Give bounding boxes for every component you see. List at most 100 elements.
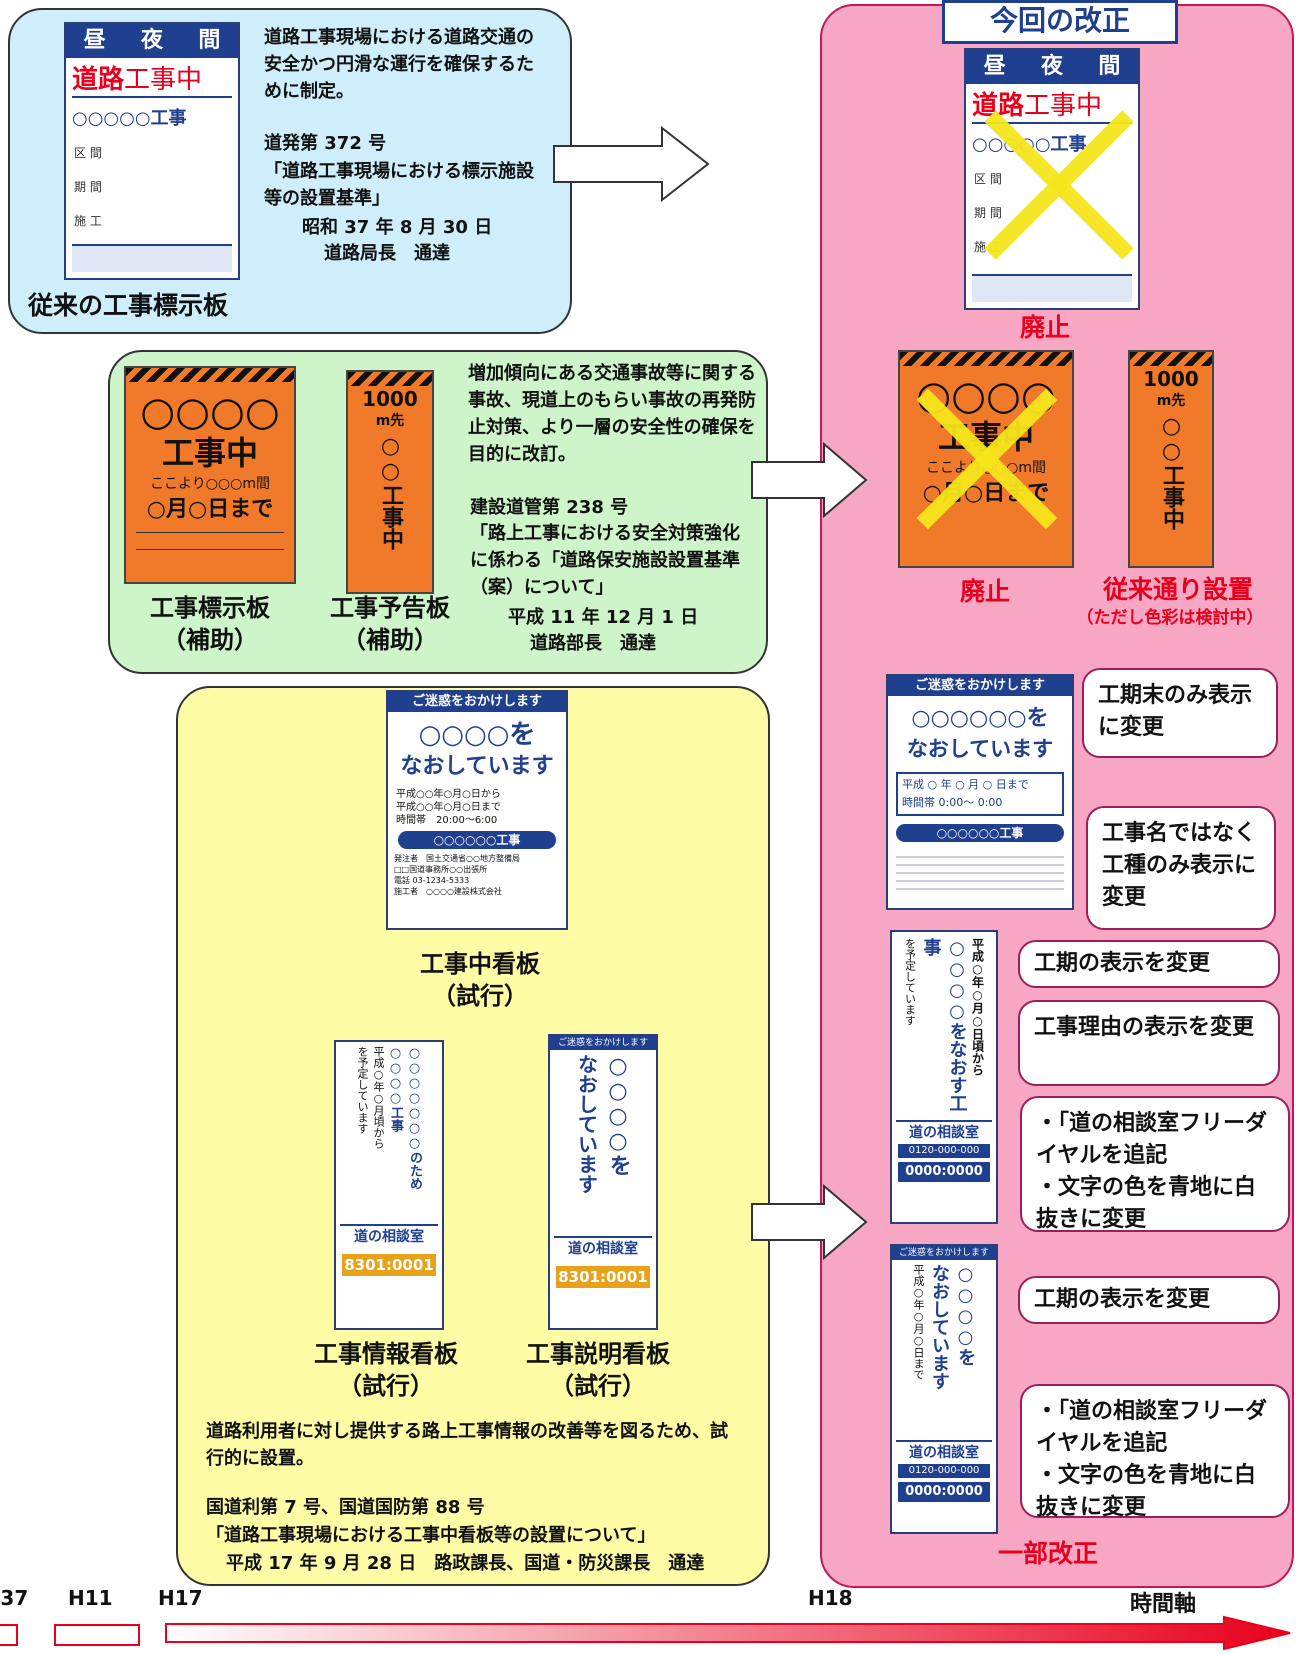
revision-keep: 従来通り設置: [1102, 575, 1253, 604]
revision-abolished-1: 廃止: [1019, 313, 1070, 342]
rev-v2-header: ご迷惑をおかけします: [892, 1246, 996, 1260]
timeline-tick-h11: H11: [68, 1586, 113, 1610]
rev-v2-number: 0000:0000: [898, 1482, 990, 1502]
sign-header: 昼 夜 間: [66, 24, 238, 58]
rev-v1-free: 0120-000-000: [898, 1144, 990, 1158]
rev-sign-header-day: 昼: [983, 54, 1006, 79]
aux-notice-sign: 1000 m先 ○○工事中: [346, 370, 434, 594]
aux-board-sign: ○○○○ 工事中 ここより○○○m間 ○月○日まで: [124, 366, 296, 584]
trial-main-contact-4: 施工者 ○○○○建設株式会社: [394, 887, 502, 896]
callout-reason: 工事理由の表示を変更: [1018, 1000, 1280, 1086]
aux-notice-issuer: 道路部長 通達: [530, 633, 656, 654]
rev-main-hours: 時間帯 0:00〜 0:00: [902, 796, 1003, 809]
rev-v1-col-1: 平成○年○月○日頃から: [970, 938, 985, 1076]
rev-v1-number: 0000:0000: [898, 1162, 990, 1182]
cross-icon: [984, 110, 1134, 260]
sign-header-day: 昼: [83, 28, 106, 53]
arrow-trial: [751, 1183, 868, 1261]
aux-notice-mid: m先: [375, 413, 405, 429]
legacy-notice-issuer: 道路局長 通達: [324, 243, 450, 264]
rev-notice-bottom: ○○工事中: [1159, 414, 1184, 530]
timeline-arrow: [165, 1615, 1291, 1651]
aux-description: 増加傾向にある交通事故等に関する事故、現道上のもらい事故の再発防止対策、より一層…: [468, 363, 756, 465]
callout-work-type: 工事名ではなく工種のみ表示に変更: [1086, 806, 1276, 930]
aux-notice-number: 建設道管第 238 号: [470, 497, 629, 518]
sign-row-builder: 施 工: [74, 214, 102, 228]
sign-row-period: 期 間: [74, 180, 102, 194]
revision-keep-note: （ただし色彩は検討中）: [1076, 608, 1264, 628]
revision-abolished-2: 廃止: [959, 577, 1010, 606]
trial-main-big-2: なおしています: [400, 754, 554, 779]
trial-info-col-1: ○○○○○○○のため: [407, 1046, 422, 1190]
aux-board-text-1: ○○○○: [140, 389, 280, 435]
aux-notice-caption: 工事予告板 （補助）: [330, 594, 450, 654]
trial-main-contact-1: 発注者 国土交通省○○地方整備局: [394, 854, 520, 863]
rev-main-header: ご迷惑をおかけします: [888, 676, 1072, 696]
sign-header-night: 夜: [140, 28, 163, 53]
revision-vertical-sign-2: ご迷惑をおかけします ○○○○を なおしています 平成○年○月○日まで 道の相談…: [890, 1244, 998, 1534]
rev-v2-free: 0120-000-000: [898, 1464, 990, 1478]
trial-main-caption: 工事中看板 （試行）: [420, 950, 540, 1010]
trial-explain-col-1: ○○○○を: [605, 1054, 631, 1176]
trial-explain-brand: 道の相談室: [554, 1236, 652, 1258]
cross-icon: [916, 388, 1058, 530]
sign-name: ○○○○○工事: [72, 108, 187, 129]
revision-aux-notice: 1000 m先 ○○工事中: [1128, 350, 1214, 568]
rev-sign-row-section: 区 間: [974, 172, 1002, 186]
trial-info-number: 8301:0001: [342, 1254, 436, 1276]
rev-sign-header-hours: 間: [1098, 54, 1121, 79]
legacy-caption: 従来の工事標示板: [28, 291, 229, 320]
arrow-aux: [751, 441, 868, 519]
rev-v2-col-3: 平成○年○月○日まで: [912, 1264, 925, 1380]
revision-partial: 一部改正: [997, 1539, 1098, 1568]
timeline-tick-h18: H18: [808, 1586, 853, 1610]
aux-board-text-4: ○月○日まで: [146, 497, 274, 522]
timeline-axis-label: 時間軸: [1130, 1592, 1197, 1617]
trial-description: 道路利用者に対し提供する路上工事情報の改善等を図るため、試行的に設置。: [206, 1421, 728, 1469]
trial-notice-number: 国道利第 7 号、国道国防第 88 号: [206, 1497, 485, 1518]
callout-freedial-1: ・「道の相談室フリーダイヤルを追記 ・文字の色を青地に白抜きに変更: [1020, 1096, 1290, 1232]
sign-title-rest: 工事中: [124, 65, 203, 95]
timeline-segment-s37: [0, 1624, 18, 1646]
trial-info-col-3: 平成○年○月頃から: [372, 1046, 385, 1149]
rev-notice-top: 1000: [1143, 367, 1199, 391]
timeline-segment-h11: [54, 1624, 140, 1646]
rev-sign-header-night: 夜: [1040, 54, 1063, 79]
sign-title-red: 道路: [72, 65, 125, 95]
trial-info-brand: 道の相談室: [340, 1224, 438, 1246]
rev-v1-brand: 道の相談室: [896, 1120, 992, 1142]
revision-title: 今回の改正: [942, 0, 1178, 44]
rev-notice-mid: m先: [1156, 393, 1186, 409]
sign-header-hours: 間: [198, 28, 221, 53]
trial-explain-header: ご迷惑をおかけします: [550, 1036, 656, 1050]
trial-explain-sign: ご迷惑をおかけします ○○○○を なおしています 道の相談室 8301:0001: [548, 1034, 658, 1330]
legacy-sign: 昼 夜 間 道路工事中 ○○○○○工事 区 間 期 間 施 工: [64, 22, 240, 280]
rev-v2-col-1: ○○○○を: [955, 1264, 976, 1366]
legacy-description: 道路工事現場における道路交通の安全かつ円滑な運行を確保するために制定。: [264, 27, 534, 102]
trial-main-sign: ご迷惑をおかけします ○○○○を なおしています 平成○○年○月○日から 平成○…: [386, 690, 568, 930]
aux-notice-title: 「路上工事における安全対策強化に係わる「道路保安施設設置基準（案）について」: [470, 523, 740, 598]
aux-board-caption: 工事標示板 （補助）: [150, 594, 270, 654]
trial-main-hours: 時間帯 20:00〜6:00: [396, 815, 498, 826]
trial-notice-date-issuer: 平成 17 年 9 月 28 日 路政課長、国道・防災課長 通達: [226, 1553, 705, 1574]
trial-info-sign: ○○○○○○○のため ○○○○工事 平成○年○月頃から を予定しています 道の相…: [334, 1040, 444, 1330]
aux-notice-top: 1000: [362, 387, 418, 411]
rev-main-period: 平成 ○ 年 ○ 月 ○ 日まで: [902, 778, 1029, 791]
revision-main-sign: ご迷惑をおかけします ○○○○○○を なおしています 平成 ○ 年 ○ 月 ○ …: [886, 674, 1074, 910]
callout-period-2: 工期の表示を変更: [1018, 1276, 1280, 1324]
trial-info-col-4: を予定しています: [356, 1046, 369, 1134]
trial-info-col-2: ○○○○工事: [388, 1046, 403, 1132]
legacy-notice-date: 昭和 37 年 8 月 30 日: [302, 217, 493, 238]
legacy-notice-title: 「道路工事現場における標示施設等の設置基準」: [264, 161, 534, 209]
legacy-notice-number: 道発第 372 号: [264, 133, 387, 154]
trial-explain-col-2: なおしています: [574, 1054, 599, 1194]
revision-vertical-sign-1: 平成○年○月○日頃から ○○○○をなおす工事 を予定しています 道の相談室 01…: [890, 930, 998, 1224]
trial-main-period-1: 平成○○年○月○日から: [396, 789, 501, 800]
callout-period-end: 工期末のみ表示に変更: [1082, 668, 1278, 758]
arrow-legacy: [553, 125, 710, 203]
rev-v1-col-3: を予定しています: [903, 938, 917, 1026]
rev-sign-title-rest: 工事中: [1024, 91, 1103, 121]
callout-freedial-2: ・「道の相談室フリーダイヤルを追記 ・文字の色を青地に白抜きに変更: [1020, 1384, 1290, 1520]
rev-v2-col-2: なおしています: [929, 1264, 950, 1390]
trial-main-big-1: ○○○○を: [418, 720, 536, 750]
